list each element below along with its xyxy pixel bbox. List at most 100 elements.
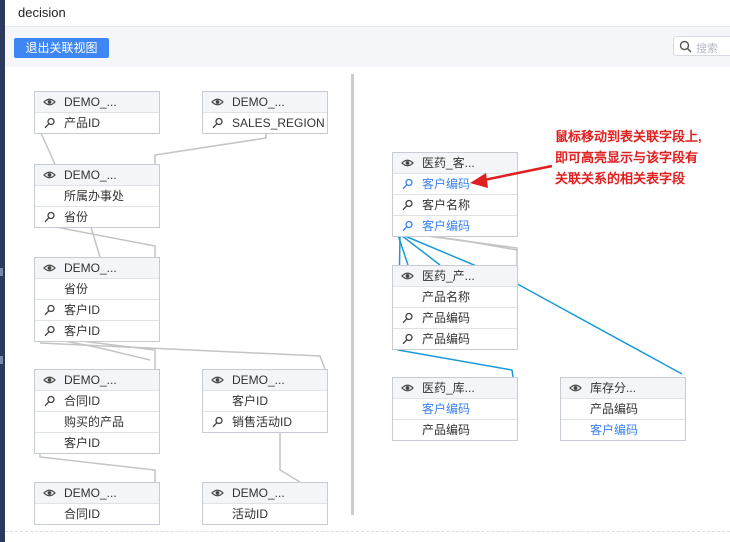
- window-title: decision: [18, 5, 66, 20]
- exit-relation-view-button[interactable]: 退出关联视图: [14, 38, 109, 58]
- field-label: 产品编码: [422, 332, 471, 346]
- field-label: 客户ID: [64, 436, 101, 450]
- rail-marker: [0, 356, 3, 364]
- table-field-row[interactable]: 客户ID: [35, 320, 159, 341]
- table-header[interactable]: DEMO_...: [35, 370, 159, 390]
- key-icon: [212, 117, 223, 129]
- eye-icon: [401, 159, 414, 167]
- table-field-row[interactable]: 客户ID: [203, 390, 327, 411]
- key-icon: [402, 333, 413, 345]
- key-icon: [212, 416, 223, 428]
- table-header[interactable]: DEMO_...: [203, 92, 327, 112]
- table-title: 医药_客...: [422, 156, 475, 170]
- eye-icon: [401, 272, 414, 280]
- table-field-row[interactable]: 客户编码: [561, 419, 685, 440]
- field-label: 客户ID: [64, 324, 101, 338]
- table-field-row[interactable]: 合同ID: [35, 390, 159, 411]
- rail-marker: [0, 268, 3, 276]
- table-title: DEMO_...: [64, 261, 117, 275]
- table-field-row[interactable]: 客户编码: [393, 398, 517, 419]
- table-title: DEMO_...: [232, 373, 285, 387]
- eye-icon: [569, 384, 582, 392]
- eye-icon: [43, 376, 56, 384]
- table-header[interactable]: DEMO_...: [35, 483, 159, 503]
- table-field-row[interactable]: 销售活动ID: [203, 411, 327, 432]
- field-label: 产品ID: [64, 116, 101, 130]
- field-label: 客户编码: [422, 402, 471, 416]
- pane-splitter[interactable]: [351, 74, 354, 515]
- annotation-line: 关联关系的相关表字段: [555, 171, 686, 186]
- left-table-card[interactable]: DEMO_... SALES_REGION: [202, 91, 328, 134]
- eye-icon: [211, 98, 224, 106]
- table-field-row[interactable]: 客户编码: [393, 215, 517, 236]
- table-field-row[interactable]: 产品编码: [393, 307, 517, 328]
- key-icon: [402, 312, 413, 324]
- table-field-row[interactable]: 客户编码: [393, 173, 517, 194]
- key-icon: [402, 199, 413, 211]
- field-label: 客户ID: [232, 394, 269, 408]
- table-header[interactable]: DEMO_...: [35, 258, 159, 278]
- key-icon: [44, 304, 55, 316]
- right-table-card[interactable]: 库存分...产品编码客户编码: [560, 377, 686, 441]
- search-icon: [679, 40, 692, 53]
- field-label: 销售活动ID: [232, 415, 293, 429]
- table-title: DEMO_...: [232, 95, 285, 109]
- left-table-card[interactable]: DEMO_... 合同ID: [34, 482, 160, 525]
- key-icon: [402, 178, 413, 190]
- eye-icon: [43, 489, 56, 497]
- field-label: 客户编码: [422, 177, 471, 191]
- table-header[interactable]: 医药_客...: [393, 153, 517, 173]
- eye-icon: [401, 384, 414, 392]
- table-field-row[interactable]: 客户ID: [35, 432, 159, 453]
- field-label: 合同ID: [64, 507, 101, 521]
- left-table-card[interactable]: DEMO_... 活动ID: [202, 482, 328, 525]
- field-label: 合同ID: [64, 394, 101, 408]
- table-title: 医药_库...: [422, 381, 475, 395]
- table-header[interactable]: DEMO_...: [203, 483, 327, 503]
- search-input[interactable]: 搜索: [673, 36, 730, 56]
- key-icon: [44, 117, 55, 129]
- table-header[interactable]: DEMO_...: [35, 92, 159, 112]
- field-label: 省份: [64, 282, 89, 296]
- table-field-row[interactable]: 产品ID: [35, 112, 159, 133]
- table-header[interactable]: DEMO_...: [203, 370, 327, 390]
- right-table-card[interactable]: 医药_客...客户编码客户名称客户编码: [392, 152, 518, 237]
- eye-icon: [43, 98, 56, 106]
- title-bar: decision: [5, 0, 730, 27]
- table-header[interactable]: 库存分...: [561, 378, 685, 398]
- table-field-row[interactable]: 产品名称: [393, 286, 517, 307]
- field-label: 产品编码: [422, 311, 471, 325]
- table-header[interactable]: 医药_产...: [393, 266, 517, 286]
- bottom-divider: [5, 531, 730, 532]
- right-table-card[interactable]: 医药_产...产品名称产品编码产品编码: [392, 265, 518, 350]
- table-field-row[interactable]: 产品编码: [393, 328, 517, 349]
- table-field-row[interactable]: 客户名称: [393, 194, 517, 215]
- annotation-text: 鼠标移动到表关联字段上, 即可高亮显示与该字段有 关联关系的相关表字段: [555, 126, 730, 189]
- table-field-row[interactable]: 客户ID: [35, 299, 159, 320]
- left-table-card[interactable]: DEMO_... 省份客户ID 客户ID: [34, 257, 160, 342]
- table-field-row[interactable]: 活动ID: [203, 503, 327, 524]
- table-field-row[interactable]: 产品编码: [561, 398, 685, 419]
- table-field-row[interactable]: 产品编码: [393, 419, 517, 440]
- table-field-row[interactable]: 购买的产品: [35, 411, 159, 432]
- annotation-line: 即可高亮显示与该字段有: [555, 150, 699, 165]
- table-header[interactable]: 医药_库...: [393, 378, 517, 398]
- left-table-card[interactable]: DEMO_...所属办事处省份: [34, 164, 160, 228]
- field-label: 省份: [64, 210, 89, 224]
- table-title: DEMO_...: [64, 486, 117, 500]
- table-field-row[interactable]: 省份: [35, 278, 159, 299]
- key-icon: [44, 211, 55, 223]
- table-field-row[interactable]: 省份: [35, 206, 159, 227]
- table-field-row[interactable]: 所属办事处: [35, 185, 159, 206]
- right-table-card[interactable]: 医药_库... 客户编码产品编码: [392, 377, 518, 441]
- toolbar: 退出关联视图 搜索: [5, 27, 730, 67]
- left-table-card[interactable]: DEMO_... 客户ID 销售活动ID: [202, 369, 328, 433]
- field-label: 客户名称: [422, 198, 471, 212]
- table-field-row[interactable]: SALES_REGION: [203, 112, 327, 133]
- left-table-card[interactable]: DEMO_... 产品ID: [34, 91, 160, 134]
- table-header[interactable]: DEMO_...: [35, 165, 159, 185]
- search-placeholder: 搜索: [696, 43, 718, 55]
- left-table-card[interactable]: DEMO_... 合同ID 购买的产品客户ID: [34, 369, 160, 454]
- table-title: DEMO_...: [232, 486, 285, 500]
- table-field-row[interactable]: 合同ID: [35, 503, 159, 524]
